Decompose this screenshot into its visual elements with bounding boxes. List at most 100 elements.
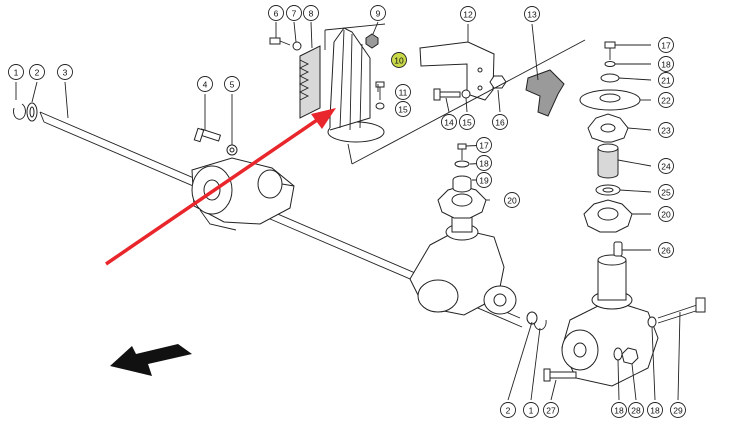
callout-circle xyxy=(524,6,540,22)
washer-18-lower xyxy=(613,347,623,361)
washer-18-right xyxy=(647,316,657,328)
callout-circle xyxy=(492,114,508,130)
callout-label: 22 xyxy=(661,96,671,106)
callout-label: 2 xyxy=(506,406,511,416)
nut-9 xyxy=(365,33,379,49)
washer-25 xyxy=(595,184,621,196)
bolt-6 xyxy=(269,37,291,46)
callout-circle xyxy=(395,101,411,117)
plate-8 xyxy=(298,45,321,119)
callout-c8: 8 xyxy=(303,5,319,21)
bolt-29 xyxy=(657,297,706,324)
callout-circle xyxy=(57,64,73,80)
callout-c20a: 20 xyxy=(504,192,520,208)
callout-circle xyxy=(476,172,492,188)
callout-label: 24 xyxy=(661,162,671,172)
callout-label: 27 xyxy=(546,406,556,416)
right-gearbox xyxy=(561,254,659,387)
callout-c7: 7 xyxy=(286,5,302,21)
callout-label: 12 xyxy=(463,10,473,20)
callout-label: 20 xyxy=(661,210,671,220)
callout-label: 15 xyxy=(462,118,472,128)
callout-label: 17 xyxy=(479,141,489,151)
callout-circle xyxy=(441,114,457,130)
callout-circle xyxy=(391,52,407,68)
left-washer xyxy=(26,102,38,122)
assembly-frame xyxy=(324,23,586,165)
callout-c18b: 18 xyxy=(658,56,674,72)
callout-label: 8 xyxy=(309,9,314,19)
callout-label: 25 xyxy=(661,188,671,198)
washer-5 xyxy=(226,144,238,156)
callout-c26: 26 xyxy=(658,242,674,258)
washer-right xyxy=(526,311,538,325)
callout-circle xyxy=(224,76,240,92)
callout-c2: 2 xyxy=(29,64,45,80)
center-gearbox xyxy=(409,207,517,316)
callout-circle xyxy=(460,6,476,22)
callout-label: 7 xyxy=(292,9,297,19)
callout-circle xyxy=(370,5,386,21)
washer-18-center xyxy=(454,160,470,168)
washer-15-top xyxy=(375,102,385,110)
callout-label: 21 xyxy=(661,76,671,86)
callout-c11: 11 xyxy=(395,84,411,100)
callout-label: 29 xyxy=(673,406,683,416)
callout-c2b: 2 xyxy=(500,402,516,418)
bolt-17-top xyxy=(604,41,616,60)
callout-c18c: 18 xyxy=(611,402,627,418)
callout-c16: 16 xyxy=(492,114,508,130)
callout-c24: 24 xyxy=(658,158,674,174)
sprocket-right-20 xyxy=(583,199,633,233)
callout-label: 1 xyxy=(14,68,19,78)
callout-label: 18 xyxy=(661,60,671,70)
callout-label: 18 xyxy=(479,159,489,169)
bracket-12 xyxy=(419,41,495,101)
callout-circle xyxy=(476,155,492,171)
callout-label: 14 xyxy=(444,118,454,128)
washer-18-top xyxy=(604,61,616,67)
callout-c20b: 20 xyxy=(658,206,674,222)
callout-c4: 4 xyxy=(197,76,213,92)
callout-c14: 14 xyxy=(441,114,457,130)
callout-label: 18 xyxy=(614,406,624,416)
callout-label: 19 xyxy=(479,176,489,186)
callout-c22: 22 xyxy=(658,92,674,108)
callout-c9: 9 xyxy=(370,5,386,21)
callout-circle xyxy=(658,206,674,222)
callout-c19: 19 xyxy=(476,172,492,188)
callout-circle xyxy=(647,402,663,418)
callout-label: 16 xyxy=(495,118,505,128)
callout-circle xyxy=(658,72,674,88)
callout-circle xyxy=(628,402,644,418)
callout-circle xyxy=(658,56,674,72)
callout-label: 4 xyxy=(203,80,208,90)
callout-label: 20 xyxy=(507,196,517,206)
spacer-24 xyxy=(597,143,619,179)
callout-c15b: 15 xyxy=(459,114,475,130)
sprocket-23 xyxy=(587,113,629,143)
callout-label: 28 xyxy=(631,406,641,416)
callout-label: 1 xyxy=(529,406,534,416)
direction-arrow xyxy=(110,344,192,376)
callout-c3: 3 xyxy=(57,64,73,80)
callout-c5: 5 xyxy=(224,76,240,92)
callout-circle xyxy=(8,64,24,80)
callout-circle xyxy=(658,184,674,200)
callout-label: 10 xyxy=(394,56,404,66)
callout-c13: 13 xyxy=(524,6,540,22)
callout-c27: 27 xyxy=(543,402,559,418)
callout-circle xyxy=(658,242,674,258)
callout-label: 11 xyxy=(399,88,408,98)
callout-c25: 25 xyxy=(658,184,674,200)
callout-c17b: 17 xyxy=(658,37,674,53)
left-circlip xyxy=(13,103,26,120)
callout-c17a: 17 xyxy=(476,137,492,153)
nut-16 xyxy=(489,75,507,89)
disc-22 xyxy=(579,89,641,111)
callout-label: 17 xyxy=(661,41,671,51)
callout-circle xyxy=(395,84,411,100)
bolt-11 xyxy=(375,81,385,100)
